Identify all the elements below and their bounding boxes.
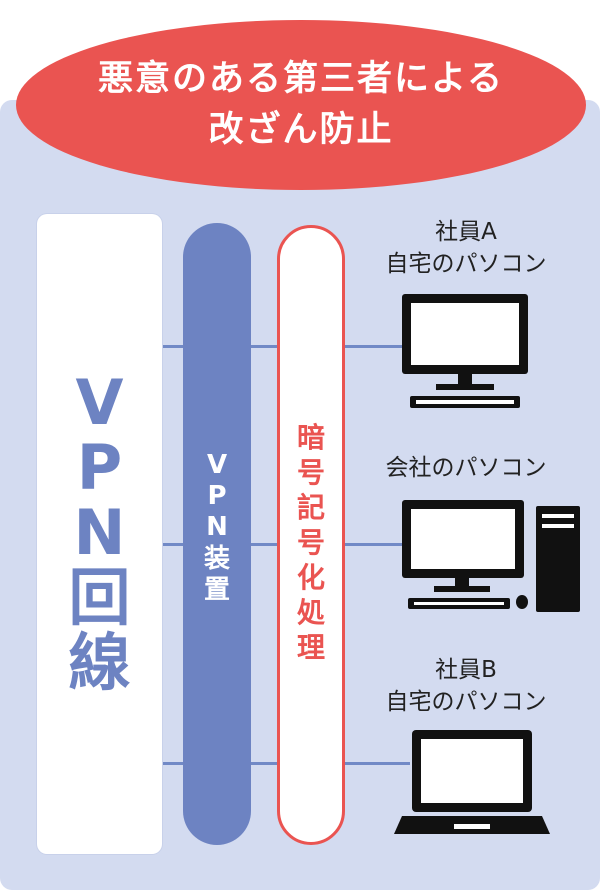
vpn-device-pill: [183, 223, 251, 845]
banner-line-2: 改ざん防止: [208, 110, 394, 150]
vpn-line-char: P: [76, 431, 123, 505]
node-label-line: 会社のパソコン: [385, 455, 547, 481]
encryption-char: 理: [296, 631, 325, 664]
encryption-char: 化: [296, 561, 325, 594]
node-label-line: 自宅のパソコン: [385, 251, 547, 278]
encryption-char: 号: [296, 526, 325, 559]
title-banner: 悪意のある第三者による 改ざん防止: [16, 20, 586, 190]
vpn-device-char: 置: [203, 574, 230, 605]
desktop-computer-icon: [402, 294, 528, 408]
vpn-device-char: P: [207, 481, 227, 512]
vpn-device-char: V: [206, 450, 228, 480]
encryption-char: 記: [296, 491, 325, 524]
desktop-with-tower-icon: [402, 500, 580, 612]
vpn-line-char: 線: [68, 626, 131, 700]
node-label-line: 社員A: [435, 219, 497, 245]
node-label-line: 社員B: [435, 657, 497, 683]
vpn-line-label: V P N 回 線: [37, 366, 162, 700]
encryption-char: 号: [296, 456, 325, 489]
node-label-employee-a: 社員A 自宅のパソコン: [356, 216, 576, 280]
vpn-line-char: 回: [68, 561, 131, 635]
vpn-line-char: V: [75, 366, 124, 439]
encryption-char: 処: [296, 596, 325, 629]
node-label-employee-b: 社員B 自宅のパソコン: [356, 654, 576, 718]
encryption-label: 暗 号 記 号 化 処 理: [280, 420, 342, 665]
encryption-pill: [277, 225, 345, 845]
banner-line-1: 悪意のある第三者による: [98, 59, 504, 100]
vpn-device-char: N: [206, 512, 228, 543]
encryption-char: 暗: [296, 421, 325, 454]
vpn-line-box: [37, 214, 162, 854]
vpn-device-char: 装: [203, 543, 230, 574]
vpn-device-label: V P N 装 置: [183, 450, 251, 606]
laptop-icon: [394, 730, 550, 834]
node-label-line: 自宅のパソコン: [385, 689, 547, 716]
node-label-company-pc: 会社のパソコン: [356, 452, 576, 484]
vpn-line-char: N: [73, 496, 126, 570]
